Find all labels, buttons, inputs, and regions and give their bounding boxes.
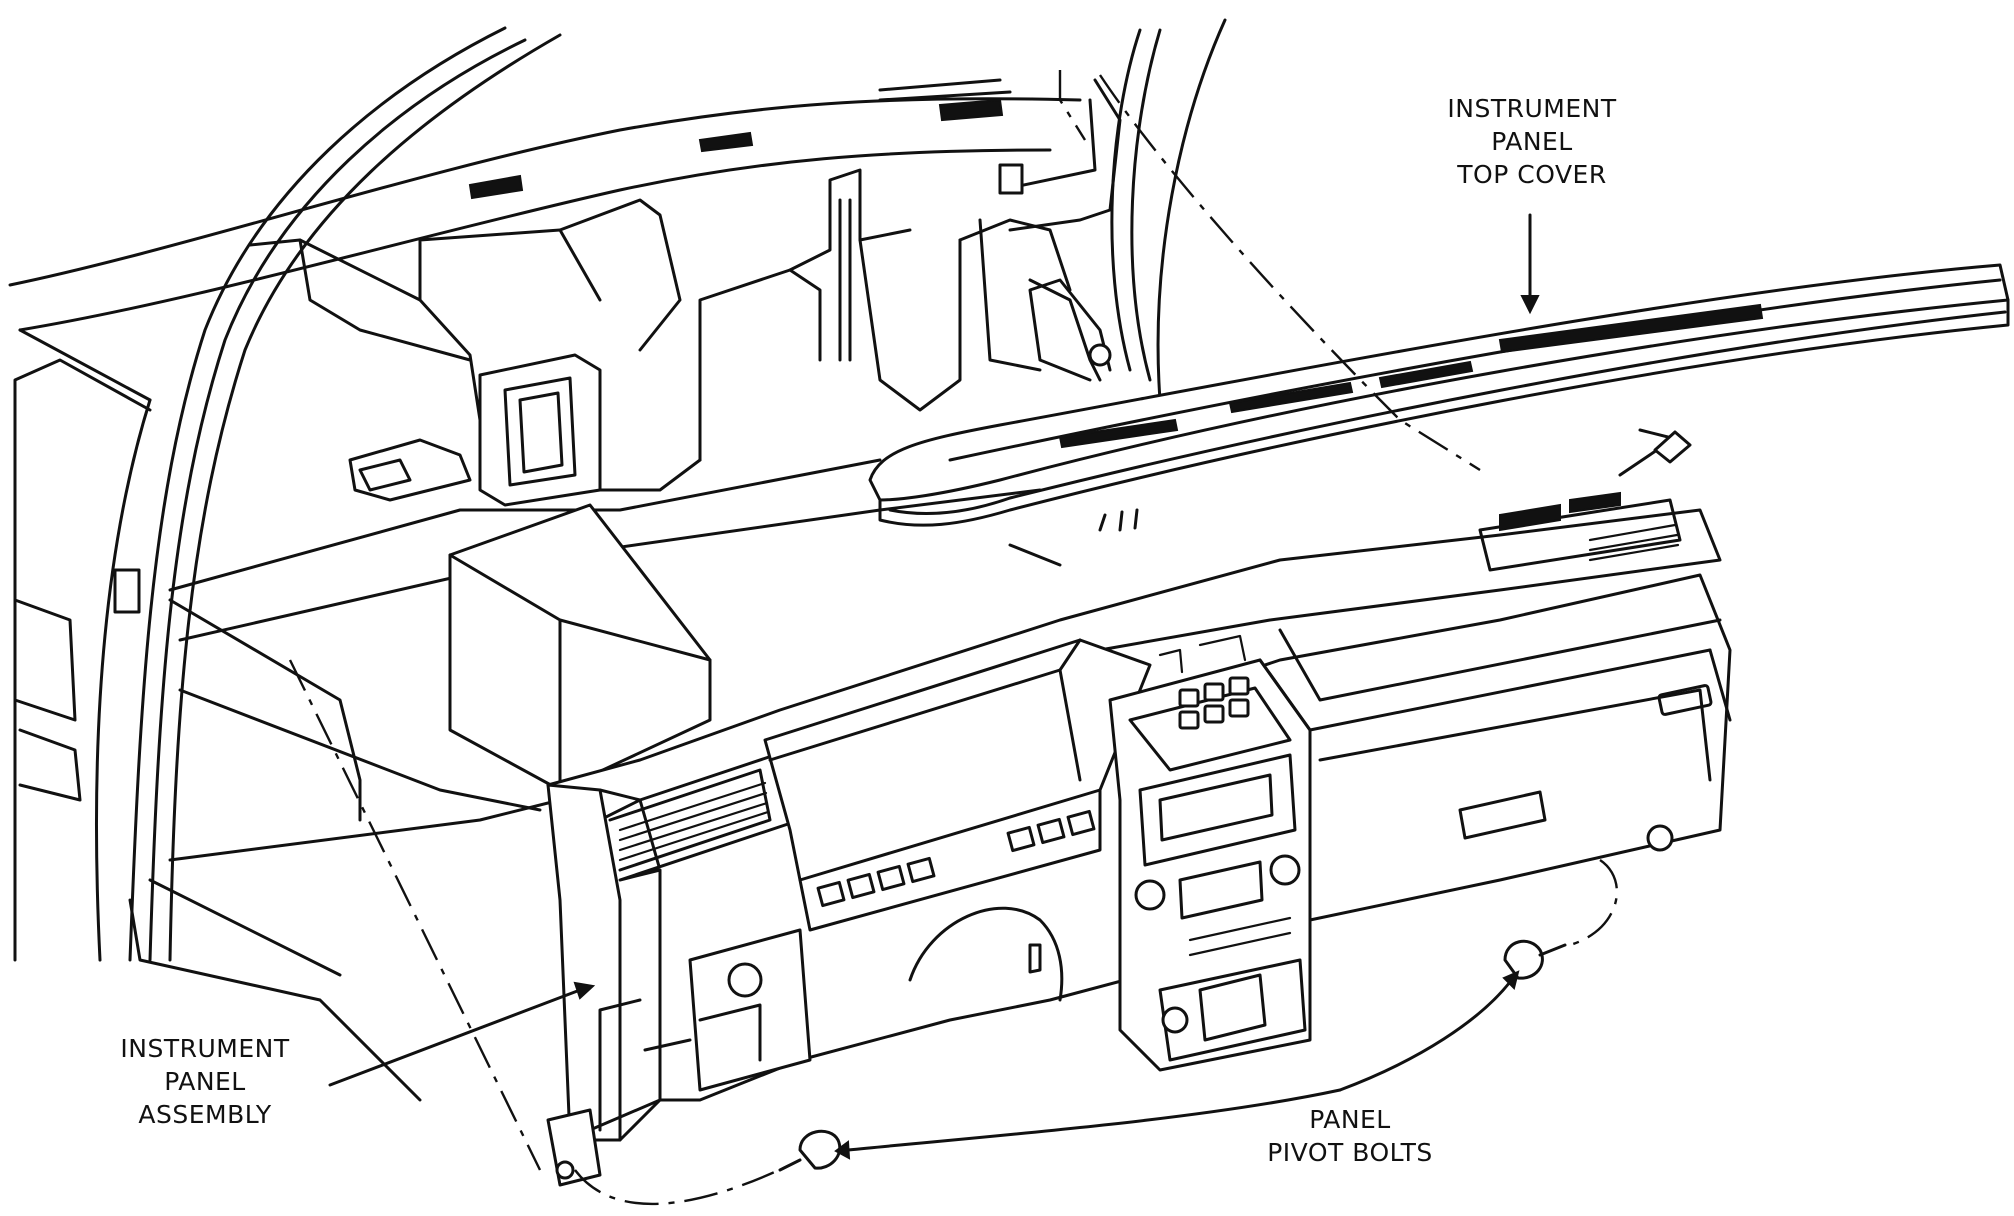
top-cover: [868, 263, 2010, 567]
ashtray: [1158, 958, 1307, 1062]
label-top-cover-line3: TOP COVER: [1457, 160, 1607, 189]
right-vent-switch: [1657, 684, 1713, 716]
cover-emblem: [1228, 381, 1354, 414]
radio-knob-right: [1269, 854, 1301, 886]
headlamp-switch: [727, 962, 763, 998]
panel-left-end: [546, 783, 622, 1142]
alignment-lines: [288, 70, 1618, 1206]
pillar-clip: [113, 568, 141, 614]
label-top-cover-line1: INSTRUMENT: [1447, 94, 1617, 123]
label-top-cover: INSTRUMENT PANEL TOP COVER: [1432, 92, 1632, 191]
label-pivot-bolts-line2: PIVOT BOLTS: [1267, 1138, 1433, 1167]
cluster-indicators: [816, 809, 1096, 908]
label-pivot-bolts-line1: PANEL: [1309, 1105, 1391, 1134]
label-top-cover-line2: PANEL: [1491, 127, 1573, 156]
top-cover-bolt: [1618, 430, 1692, 477]
a-pillar: [13, 26, 562, 1102]
label-panel-assembly-line1: INSTRUMENT: [120, 1034, 290, 1063]
pivot-bolt-right: [1503, 939, 1567, 980]
label-panel-assembly-line2: PANEL: [164, 1067, 246, 1096]
cowl-and-firewall: [8, 78, 1122, 507]
defrost-slot-left: [1058, 418, 1179, 449]
defrost-slot-right: [1498, 303, 1764, 354]
leader-lines: [328, 213, 1540, 1160]
radio-knob-left: [1134, 879, 1166, 911]
console-block: [448, 503, 712, 792]
climate-buttons: [1178, 676, 1250, 730]
right-pillar: [1028, 18, 1227, 402]
lower-left-panel: [688, 928, 812, 1092]
left-pivot-bracket: [546, 1108, 602, 1187]
label-pivot-bolts: PANEL PIVOT BOLTS: [1240, 1103, 1460, 1169]
label-panel-assembly: INSTRUMENT PANEL ASSEMBLY: [105, 1032, 305, 1131]
dash-assembly: [546, 428, 1732, 1187]
cowl-bracket: [998, 163, 1024, 195]
duct-outlet: [478, 353, 602, 507]
glovebox-latch: [1458, 790, 1547, 840]
right-pivot-mount: [1646, 824, 1674, 852]
pillar-bolt: [1088, 343, 1112, 367]
floor-and-tunnel: [168, 458, 1042, 862]
pivot-bolt-left: [778, 1129, 842, 1172]
label-panel-assembly-line3: ASSEMBLY: [138, 1100, 272, 1129]
